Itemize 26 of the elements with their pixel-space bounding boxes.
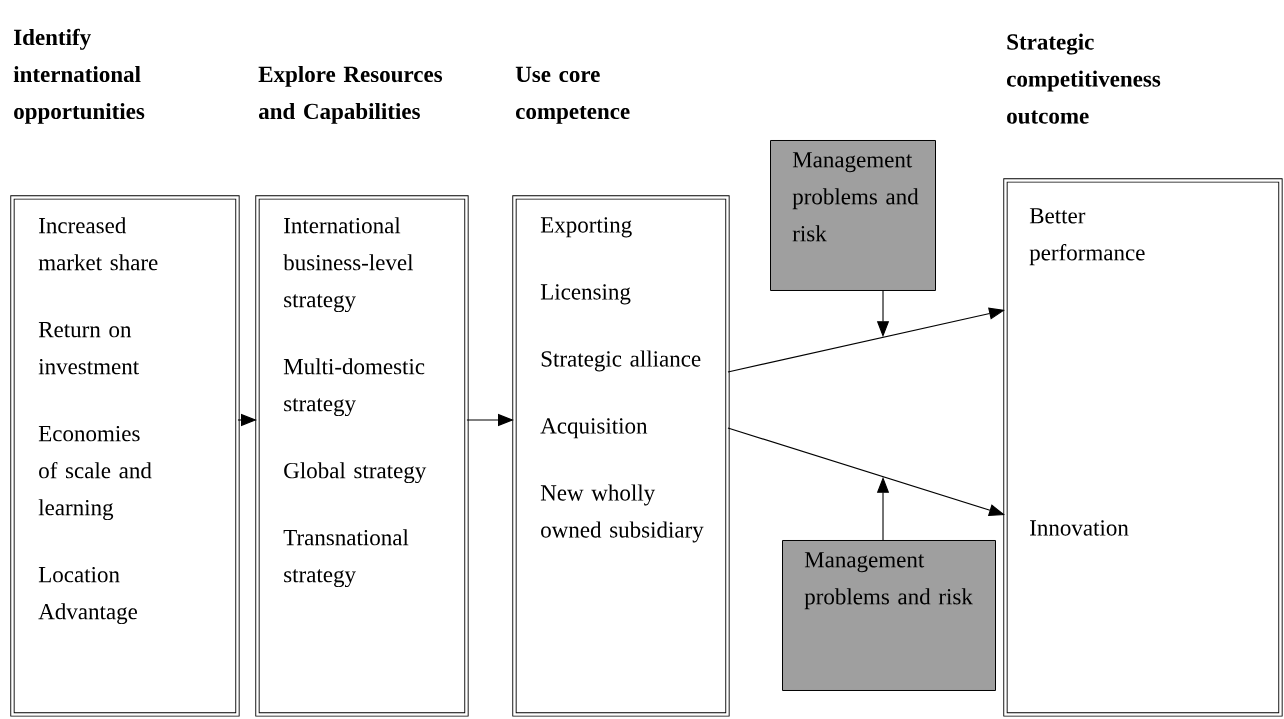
list-box: Better performance Innovation bbox=[1003, 178, 1283, 717]
list-box: Increased market share Return on investment Economies of scale and learning Location Advantage bbox=[10, 195, 240, 717]
node-label: Return on investment bbox=[38, 322, 140, 375]
problem-box: Management problems and risk bbox=[782, 540, 996, 691]
node-label: Global strategy bbox=[284, 462, 427, 484]
node-label: Increased market share bbox=[38, 217, 158, 271]
column-heading: Strategic competitiveness outcome bbox=[1007, 33, 1161, 124]
problem-box: Management problems and risk bbox=[770, 140, 936, 291]
column-heading: Explore Resources and Capabilities bbox=[258, 65, 443, 124]
node-label: Innovation bbox=[1030, 520, 1129, 536]
column-heading: Identify international opportunities bbox=[13, 28, 145, 124]
node-label: Acquisition bbox=[540, 418, 648, 439]
node-label: New wholly owned subsidiary bbox=[540, 484, 704, 543]
node-label: International business-level strategy bbox=[283, 217, 414, 313]
node-label: Licensing bbox=[540, 284, 631, 305]
node-label: Better performance bbox=[1029, 208, 1145, 266]
arrow bbox=[727, 307, 1005, 373]
node-label: Transnational strategy bbox=[283, 529, 409, 588]
node-label: Strategic alliance bbox=[541, 350, 701, 372]
column-heading: Use core competence bbox=[515, 66, 630, 124]
node-label: Economies of scale and learning bbox=[38, 425, 152, 521]
list-box: Exporting Licensing Strategic alliance Acquisition New wholly owned subsidiary bbox=[512, 195, 730, 717]
node-label: Multi-domestic strategy bbox=[283, 358, 425, 417]
node-label: Location Advantage bbox=[38, 566, 138, 625]
node-label: Exporting bbox=[540, 217, 632, 238]
list-box: International business-level strategy Multi-domestic strategy Global strategy Transnational strategy bbox=[255, 195, 469, 717]
